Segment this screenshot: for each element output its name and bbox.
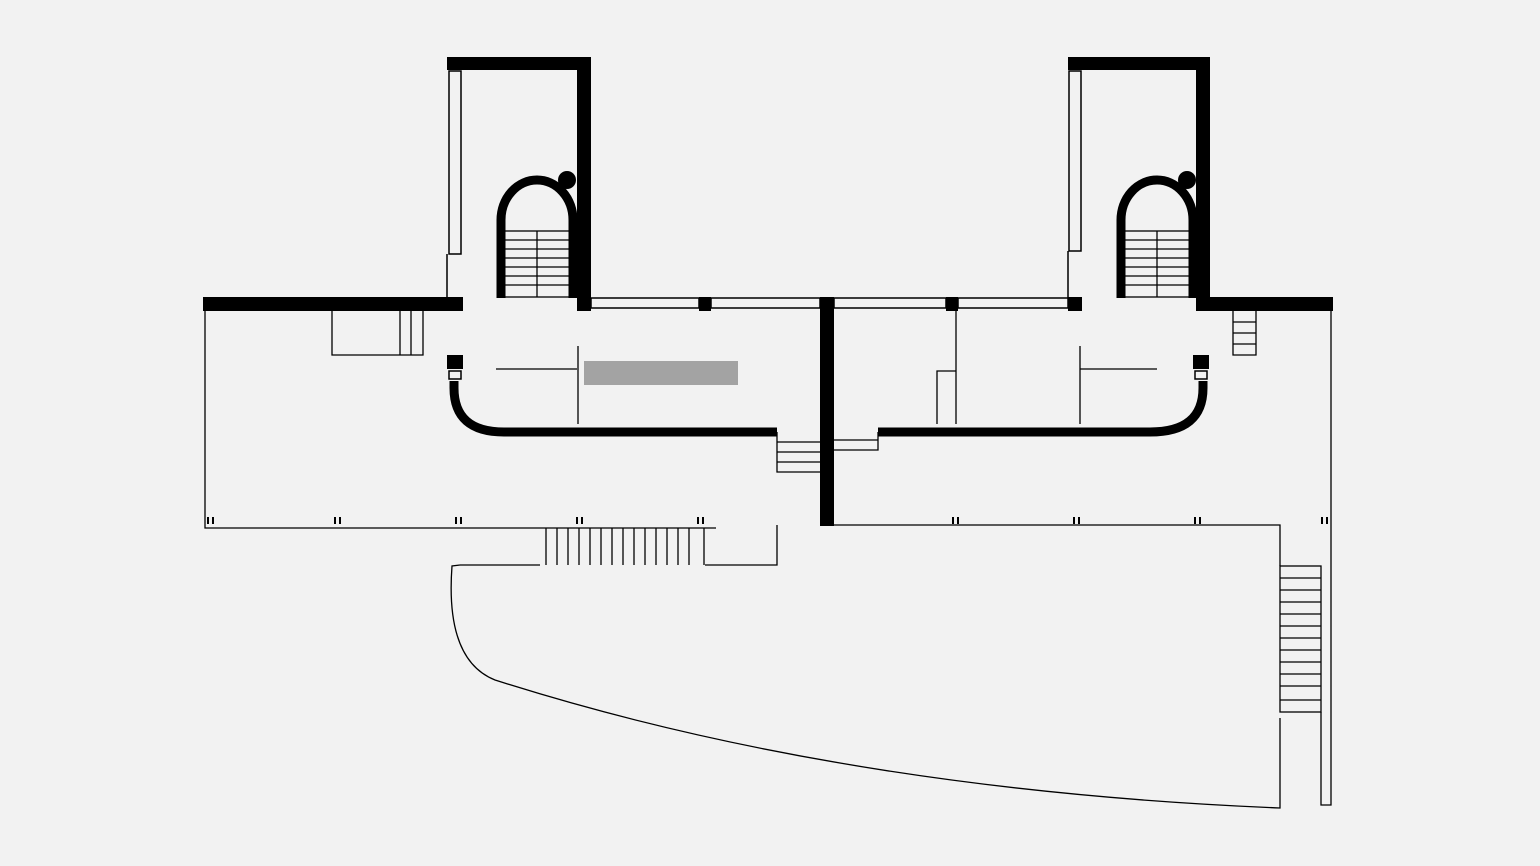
left-tower — [446, 57, 591, 310]
right-wing-closet — [936, 370, 956, 424]
right-wing — [878, 311, 1257, 437]
main-north-wall — [203, 297, 1333, 311]
right-wing-curved-wall — [878, 381, 1208, 437]
left-tower-right-wall — [577, 57, 591, 310]
left-terrace-steps — [331, 311, 424, 356]
left-wing-wall-stub — [447, 355, 463, 369]
right-terrace-rail — [1320, 311, 1332, 806]
right-terrace-steps — [1232, 311, 1257, 356]
column-marks — [207, 517, 1328, 524]
left-wing — [331, 311, 777, 437]
right-wing-wall-stub — [1193, 355, 1209, 369]
left-stair-newel — [558, 171, 576, 189]
right-stair-treads — [1120, 230, 1194, 298]
terrace-outline — [204, 311, 1332, 806]
right-tower — [1067, 57, 1210, 310]
central-spine-wall — [820, 297, 834, 526]
left-stair-treads — [500, 230, 574, 298]
right-stair-newel — [1178, 171, 1196, 189]
right-tower-right-wall — [1196, 57, 1210, 310]
lower-main-stair — [545, 528, 705, 565]
right-tower-top-wall — [1068, 57, 1210, 70]
right-stair-arch — [1116, 175, 1198, 298]
lower-curved-platform — [450, 564, 1281, 809]
right-wing-window — [1194, 370, 1208, 380]
left-tower-top-wall — [447, 57, 591, 70]
left-tower-window — [448, 70, 462, 255]
right-side-stair — [1279, 565, 1322, 713]
central-entry-steps — [776, 432, 879, 473]
left-wing-curved-wall — [449, 381, 777, 437]
right-terrace-edge — [834, 524, 1281, 566]
left-wing-window — [448, 370, 462, 380]
left-wing-skylight — [584, 361, 738, 385]
right-tower-window — [1068, 70, 1082, 252]
left-stair-arch — [496, 175, 578, 298]
lower-step-edge — [705, 525, 778, 566]
